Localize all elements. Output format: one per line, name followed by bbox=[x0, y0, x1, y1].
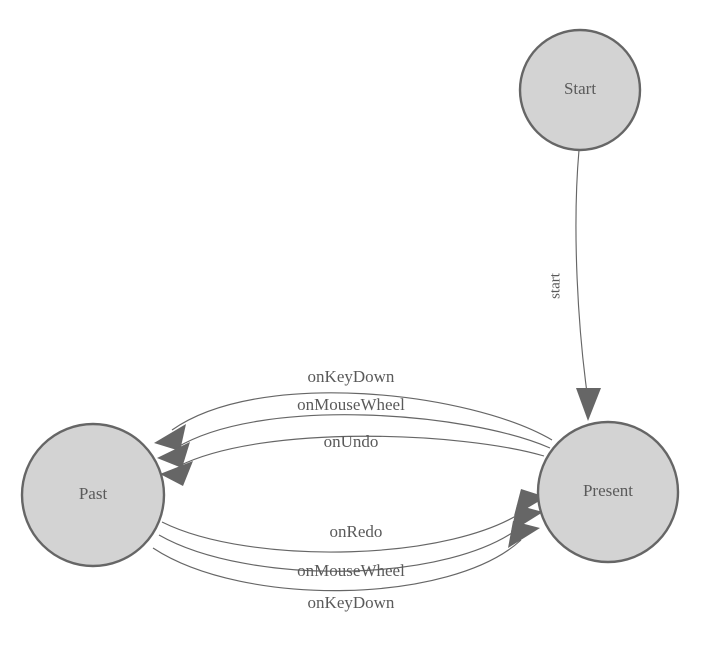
node-past-circle[interactable] bbox=[20, 422, 166, 568]
edge-start-to-present[interactable]: start bbox=[547, 149, 601, 421]
arrowhead-into-past-upper-1 bbox=[154, 424, 186, 451]
node-present[interactable]: Present bbox=[536, 420, 680, 564]
edge-label-past-present-onredo: onRedo bbox=[330, 522, 383, 541]
arrowhead-into-past-upper-2 bbox=[157, 442, 190, 468]
edge-label-start: start bbox=[547, 272, 563, 299]
node-start[interactable]: Start bbox=[518, 28, 642, 152]
edge-label-past-present-onkeydown: onKeyDown bbox=[308, 593, 395, 612]
edge-label-present-past-onundo: onUndo bbox=[324, 432, 379, 451]
edge-start-to-present-path bbox=[575, 149, 589, 401]
edge-present-to-past-onkeydown[interactable]: onKeyDown bbox=[154, 367, 553, 451]
edge-past-to-present-onredo-path bbox=[161, 507, 529, 553]
arrowhead-into-past-upper-3 bbox=[160, 461, 193, 486]
edge-past-to-present-onmousewheel-path bbox=[158, 523, 525, 572]
node-present-circle[interactable] bbox=[536, 420, 680, 564]
arrowhead-into-present-top bbox=[576, 388, 601, 421]
edge-label-past-present-onmousewheel: onMouseWheel bbox=[297, 561, 405, 580]
edge-present-to-past-onmousewheel-path bbox=[175, 414, 551, 449]
edge-past-to-present-onmousewheel[interactable]: onMouseWheel bbox=[158, 505, 543, 580]
edge-present-to-past-onkeydown-path bbox=[171, 392, 553, 441]
node-start-circle[interactable] bbox=[518, 28, 642, 152]
node-past[interactable]: Past bbox=[20, 422, 166, 568]
edge-present-to-past-onundo[interactable]: onUndo bbox=[160, 432, 545, 486]
edge-label-present-past-onmousewheel: onMouseWheel bbox=[297, 395, 405, 414]
arrowhead-into-present-lower-3 bbox=[508, 521, 540, 548]
edge-present-to-past-onmousewheel[interactable]: onMouseWheel bbox=[157, 395, 551, 468]
node-present-label: Present bbox=[583, 481, 633, 500]
edge-past-to-present-onredo[interactable]: onRedo bbox=[161, 489, 546, 553]
edge-past-to-present-onkeydown-path bbox=[152, 539, 522, 592]
node-start-label: Start bbox=[564, 79, 596, 98]
edge-label-present-past-onkeydown: onKeyDown bbox=[308, 367, 395, 386]
edge-present-to-past-onundo-path bbox=[178, 435, 545, 467]
node-past-label: Past bbox=[79, 484, 108, 503]
edge-past-to-present-onkeydown[interactable]: onKeyDown bbox=[152, 521, 540, 612]
